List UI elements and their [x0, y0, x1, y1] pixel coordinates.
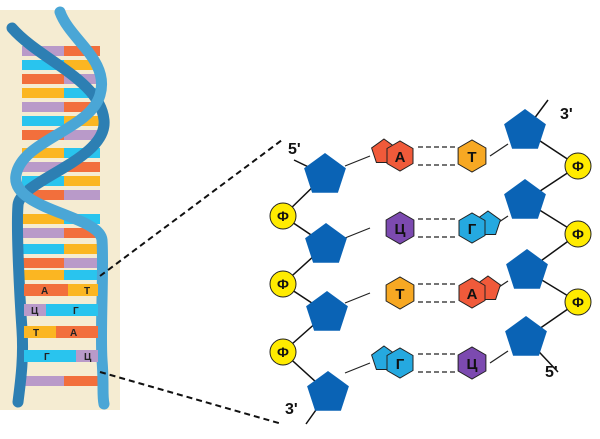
helix-pair-1-left: А: [41, 286, 48, 297]
helix-rung: [22, 244, 100, 254]
sugar-pentagon: [304, 153, 346, 193]
helix-pair-3-right: А: [70, 328, 77, 339]
sugar-pentagon: [504, 109, 546, 149]
helix-pair-2-right: Г: [73, 306, 79, 317]
sugar-pentagon: [505, 316, 547, 356]
phosphate-group: Ф: [269, 270, 297, 298]
nucleobase-label: Т: [395, 286, 404, 303]
nucleobase: Т: [385, 276, 415, 310]
helix-pair-4-right: Ц: [84, 352, 92, 363]
sugar-pentagon: [305, 223, 347, 263]
phosphate-group: Ф: [269, 338, 297, 366]
helix-rung: [22, 162, 100, 172]
phosphates: Ф Ф Ф Ф Ф Ф: [269, 152, 592, 366]
nucleobase-label: Ц: [395, 221, 406, 238]
helix-pair-1: А Т: [24, 284, 98, 297]
helix-pair-2: Ц Г: [24, 304, 98, 317]
helix-rung: [22, 258, 100, 268]
nucleobase: А: [371, 138, 414, 172]
nucleobase: А: [458, 275, 501, 309]
helix-rung: [22, 88, 100, 98]
nucleobase-label: А: [395, 149, 406, 166]
nucleobase-label: Ц: [467, 356, 478, 373]
sugars: [304, 109, 548, 411]
nucleobase: Ц: [457, 346, 487, 380]
helix-rung: [22, 60, 100, 70]
zoom-line-top: [99, 139, 283, 277]
right-strand-top-label: 3': [560, 106, 573, 123]
helix-strand-front: [10, 6, 110, 410]
left-strand-top-label: 5': [288, 141, 301, 158]
helix-pair-3-left: Т: [33, 328, 39, 339]
zoom-line-bottom: [99, 371, 283, 425]
helix-rung: [22, 228, 100, 238]
nucleobase: Г: [371, 345, 414, 379]
helix-pair-2-left: Ц: [31, 306, 39, 317]
sugar-pentagon: [307, 371, 349, 411]
nucleobase-label: Т: [467, 149, 476, 166]
phosphate-label: Ф: [572, 294, 584, 310]
phosphate-label: Ф: [572, 158, 584, 174]
sugar-pentagon: [504, 179, 546, 219]
left-strand-bottom-label: 3': [285, 401, 298, 418]
phosphate-label: Ф: [572, 226, 584, 242]
right-strand-bottom-label: 5': [545, 364, 558, 381]
nucleobase-label: А: [467, 286, 478, 303]
nucleobase: Ц: [385, 211, 415, 245]
helix-rung: [22, 376, 100, 386]
phosphate-group: Ф: [564, 220, 592, 248]
phosphate-label: Ф: [277, 344, 289, 360]
helix-rung: [22, 130, 100, 140]
helix-pair-1-right: Т: [84, 286, 90, 297]
helix-rung: [22, 190, 100, 200]
phosphate-group: Ф: [564, 288, 592, 316]
helix-pair-4: Г Ц: [24, 350, 98, 363]
phosphate-label: Ф: [277, 208, 289, 224]
nucleobase: Т: [457, 139, 487, 173]
double-helix: А Т Ц Г Т А Г Ц: [0, 6, 120, 410]
nucleobase: Г: [458, 210, 501, 244]
helix-rungs: [22, 46, 100, 386]
helix-rung: [22, 270, 100, 280]
helix-pair-4-left: Г: [44, 352, 50, 363]
phosphate-group: Ф: [269, 202, 297, 230]
helix-rung: [22, 102, 100, 112]
helix-pair-3: Т А: [24, 326, 98, 339]
nucleobase-label: Г: [468, 221, 477, 238]
nucleobase-label: Г: [396, 356, 405, 373]
phosphate-label: Ф: [277, 276, 289, 292]
sugar-pentagon: [306, 291, 348, 331]
sugar-pentagon: [506, 249, 548, 289]
phosphate-group: Ф: [564, 152, 592, 180]
